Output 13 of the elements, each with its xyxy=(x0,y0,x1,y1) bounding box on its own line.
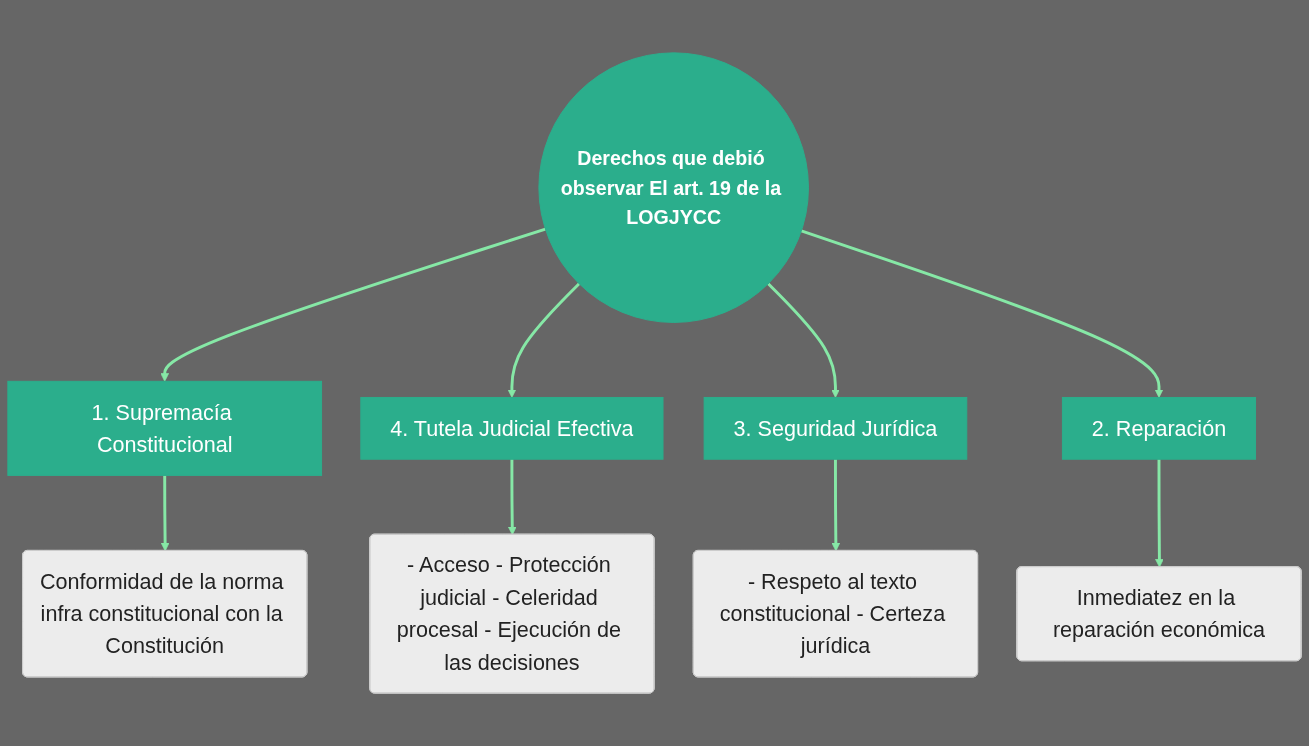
arrow xyxy=(507,282,581,398)
arrow xyxy=(800,229,1164,398)
arrow xyxy=(507,459,517,536)
node-box: 2. Reparación xyxy=(1061,397,1257,460)
node-box: 3. Seguridad Jurídica xyxy=(703,397,968,460)
node-box: 4. Tutela Judicial Efectiva xyxy=(360,397,664,460)
arrow xyxy=(160,227,546,382)
arrow xyxy=(1155,459,1164,568)
node-box: 1. Supremacía Constitucional xyxy=(7,380,323,476)
arrow xyxy=(831,459,841,552)
arrow xyxy=(767,282,840,398)
arrow xyxy=(160,475,170,552)
node-circle: Derechos que debió observar El art. 19 de la LOGJYCC xyxy=(538,52,809,323)
